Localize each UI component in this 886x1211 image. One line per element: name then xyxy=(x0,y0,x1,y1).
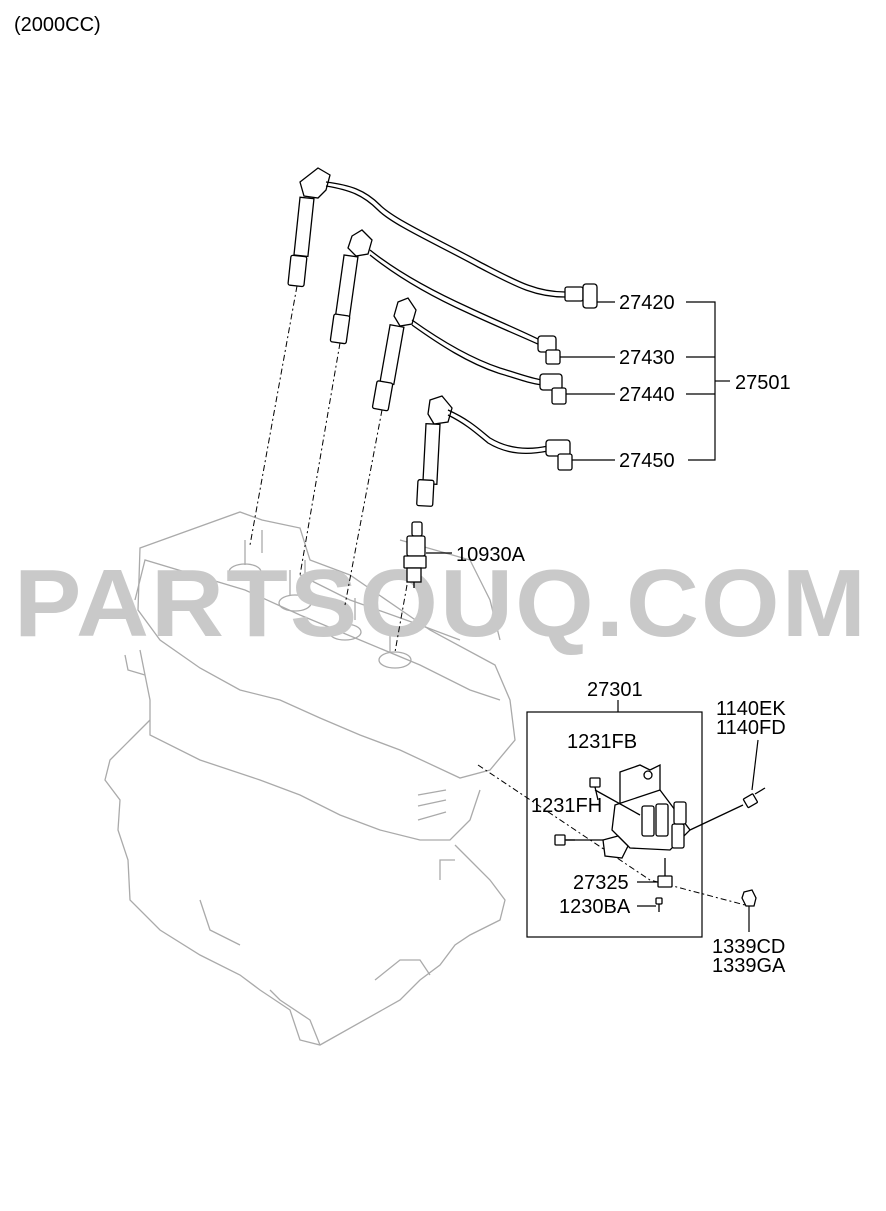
engine-block xyxy=(104,511,516,1046)
callout-1230BA[interactable]: 1230BA xyxy=(559,896,631,918)
ignition-coil xyxy=(566,763,744,859)
bracket-27325 xyxy=(637,858,673,888)
bolt-1231FH xyxy=(554,834,575,846)
callout-1339GA[interactable]: 1339GA xyxy=(712,955,786,977)
callout-27301[interactable]: 27301 xyxy=(587,679,643,701)
callout-1140FD[interactable]: 1140FD xyxy=(716,717,786,739)
screw-1230BA xyxy=(637,897,663,912)
nut-1339CD xyxy=(741,889,757,932)
cable-leaders xyxy=(426,301,730,554)
callout-1339CD[interactable]: 1339CD xyxy=(712,936,785,958)
ignition-cable-27430 xyxy=(329,229,561,365)
watermark: PARTSOUQ.COM xyxy=(14,550,868,657)
callout-27325[interactable]: 27325 xyxy=(573,872,629,894)
callout-1140EK[interactable]: 1140EK xyxy=(716,698,786,720)
bolt-1140EK xyxy=(742,739,766,809)
bolt-1231FB xyxy=(589,777,601,801)
callout-27440[interactable]: 27440 xyxy=(619,384,675,406)
callout-27430[interactable]: 27430 xyxy=(619,347,675,369)
alignment-lines xyxy=(249,285,746,906)
callout-27420[interactable]: 27420 xyxy=(619,292,675,314)
callout-10930A[interactable]: 10930A xyxy=(456,544,526,566)
variant-label: (2000CC) xyxy=(14,14,101,36)
callout-27450[interactable]: 27450 xyxy=(619,450,675,472)
callout-1231FB[interactable]: 1231FB xyxy=(567,731,637,753)
spark-plug xyxy=(403,521,427,588)
callout-27501[interactable]: 27501 xyxy=(735,372,791,394)
callout-1231FH[interactable]: 1231FH xyxy=(531,795,602,817)
ignition-cable-27450 xyxy=(416,395,573,507)
ignition-cable-27440 xyxy=(371,297,567,412)
ignition-cable-27420 xyxy=(287,167,598,309)
